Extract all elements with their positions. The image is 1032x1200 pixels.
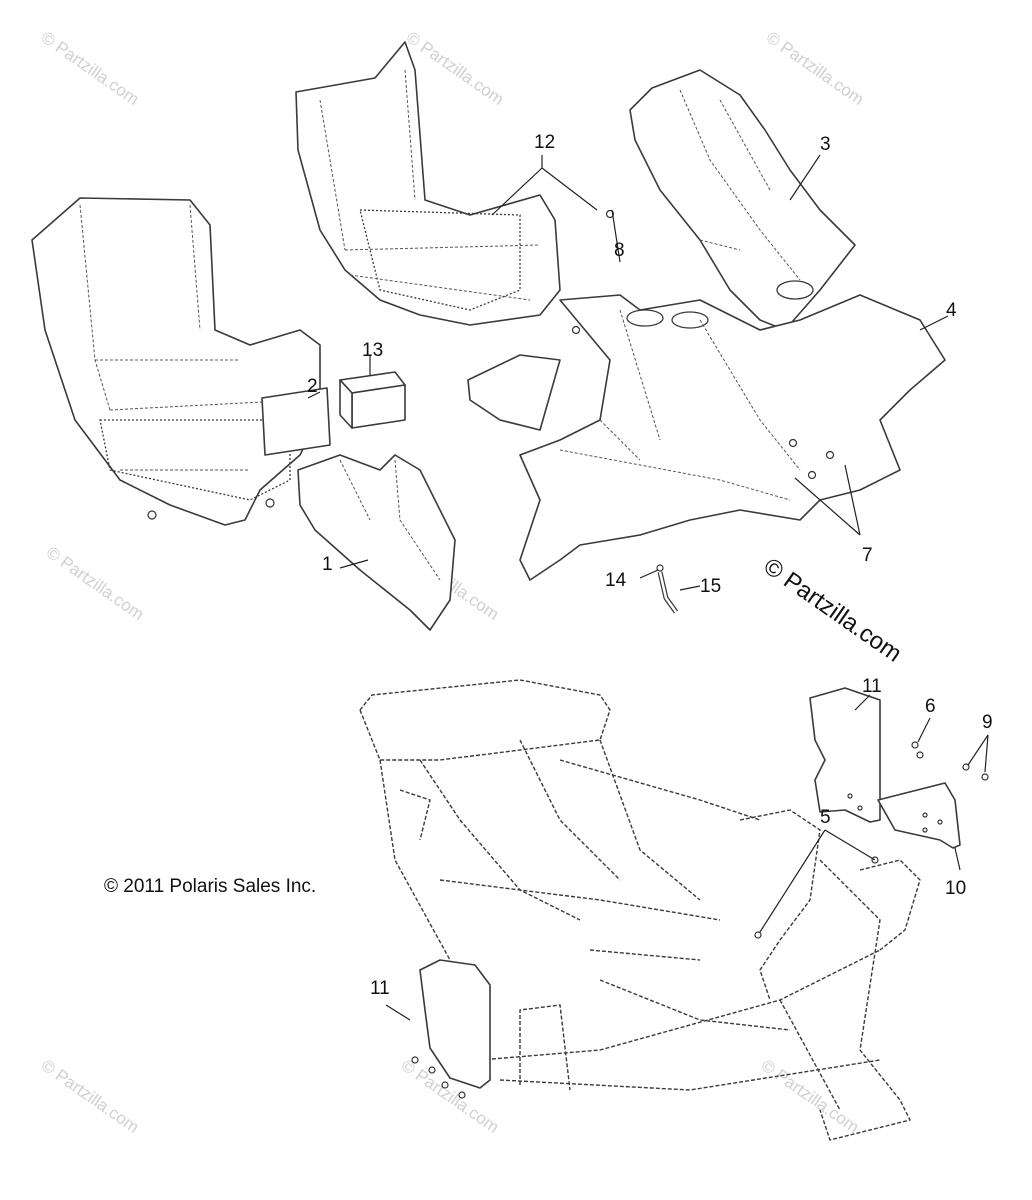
side-panel-part-1: [297, 454, 456, 631]
block-part-13: [339, 371, 406, 429]
watermark: © Partzilla.com: [38, 28, 143, 109]
watermark: © Partzilla.com: [758, 1056, 863, 1137]
left-footwell: [31, 197, 321, 526]
callout-11-upper: 11: [862, 676, 882, 697]
callout-9: 9: [982, 712, 993, 733]
callouts: 12 3 8 4 13 2 1 7 14 15 11 6 9 5 10 11: [307, 132, 993, 999]
callout-15: 15: [700, 576, 721, 597]
callout-1: 1: [322, 554, 333, 575]
top-cover-part-3: [629, 69, 856, 331]
leader-lines: [307, 154, 989, 1021]
callout-4: 4: [946, 300, 957, 321]
callout-10: 10: [945, 878, 966, 899]
panel-part-2: [261, 387, 331, 456]
callout-11-lower: 11: [370, 978, 390, 999]
watermark: © Partzilla.com: [38, 1056, 143, 1137]
callout-14: 14: [605, 570, 627, 591]
front-fender-part-4: [467, 209, 946, 581]
callout-7: 7: [862, 545, 873, 566]
copyright-text: © 2011 Polaris Sales Inc.: [104, 876, 316, 897]
callout-2: 2: [307, 376, 318, 397]
right-footwell: [295, 41, 561, 326]
callout-6: 6: [925, 696, 936, 717]
plate-part-11-upper: [809, 687, 881, 823]
bracket-part-10: [877, 782, 961, 849]
plate-part-11-lower: [411, 959, 491, 1099]
callout-13: 13: [362, 340, 383, 361]
fasteners: [754, 741, 989, 939]
hose-parts-14-15: [656, 564, 679, 614]
callout-3: 3: [820, 134, 831, 155]
partzilla-mark: © Partzilla.com: [759, 553, 907, 668]
watermark: © Partzilla.com: [403, 28, 508, 109]
callout-12: 12: [534, 132, 555, 153]
callout-8: 8: [614, 240, 625, 261]
watermark: © Partzilla.com: [763, 28, 868, 109]
watermark: © Partzilla.com: [43, 543, 148, 624]
callout-5: 5: [820, 807, 831, 828]
vehicle-frame: [359, 679, 921, 1141]
